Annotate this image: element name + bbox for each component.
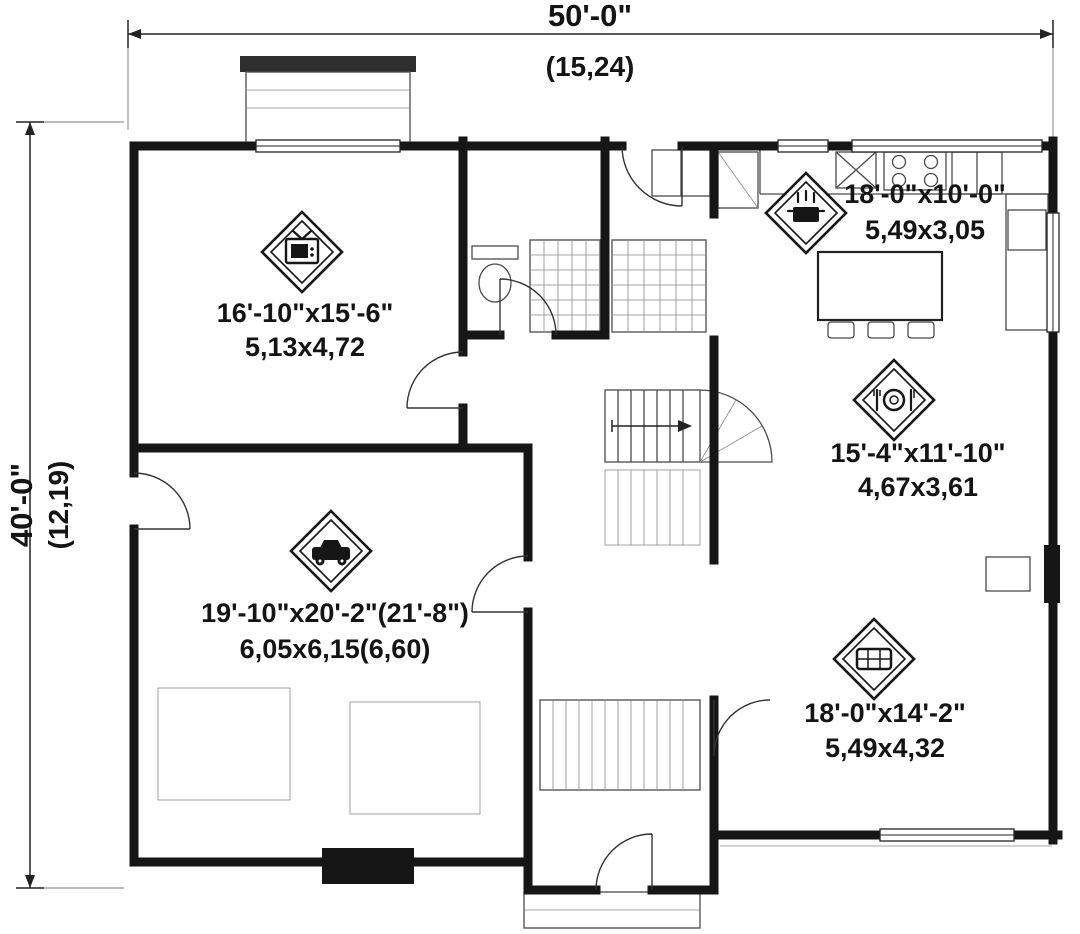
hall-closet (651, 149, 711, 197)
plate-utensils-icon (852, 358, 936, 442)
overall-width-metric: (15,24) (546, 51, 635, 82)
kitchen-island (816, 250, 944, 339)
mudroom-living-door-swing (713, 699, 771, 757)
garage-side-door-swing (133, 472, 191, 530)
dimension-top: 50'-0" (15,24) (127, 0, 1054, 140)
toilet-icon (471, 245, 519, 303)
kitchen-size-imperial: 18'-0"x10'-0" (844, 179, 1006, 209)
dimension-left: 40'-0" (12,19) (4, 121, 124, 889)
doors (133, 145, 771, 891)
back-door-swing (595, 833, 653, 891)
overall-depth-imperial: 40'-0" (4, 463, 39, 547)
living-room-size-metric: 5,49x4,32 (825, 733, 945, 763)
media-room-size-metric: 5,13x4,72 (245, 332, 365, 362)
media-room-size-imperial: 16'-10"x15'-6" (217, 298, 394, 328)
garage-fixtures (157, 687, 481, 815)
front-door-swing (621, 145, 683, 207)
media-room-door-swing (406, 351, 464, 409)
living-room-size-imperial: 18'-0"x14'-2" (804, 698, 966, 728)
room-labels: 16'-10"x15'-6" 5,13x4,72 18'-0"x10'-0" 5… (201, 179, 1006, 763)
sofa-icon (832, 617, 916, 701)
window (851, 139, 1043, 153)
bathroom-door-swing (499, 278, 557, 336)
kitchen-size-metric: 5,49x3,05 (865, 215, 985, 245)
interior-walls (129, 136, 719, 867)
dining-room-size-metric: 4,67x3,61 (858, 472, 978, 502)
garage-size-imperial: 19'-10"x20'-2"(21'-8") (201, 598, 469, 628)
window (777, 139, 829, 153)
tv-icon (260, 210, 344, 294)
rear-porch (523, 845, 1052, 929)
window (879, 828, 1015, 842)
front-porch (240, 56, 416, 145)
windows (255, 139, 1060, 842)
bathroom-fixtures (471, 149, 711, 333)
exterior-walls (129, 136, 1063, 895)
media-unit (985, 556, 1031, 592)
staircase-basement (539, 699, 701, 791)
overall-depth-metric: (12,19) (43, 461, 74, 550)
staircase-main (604, 389, 773, 546)
shower-tile (529, 239, 601, 333)
dining-room-size-imperial: 15'-4"x11'-10" (830, 438, 1005, 468)
garage-size-metric: 6,05x6,15(6,60) (240, 634, 431, 664)
stair-direction-arrow (678, 420, 692, 432)
window (1046, 212, 1060, 333)
mudroom-garage-door-swing (471, 555, 529, 613)
pantry (717, 151, 759, 209)
window (255, 139, 401, 153)
cooking-pot-icon (764, 171, 848, 255)
laundry-tile (611, 239, 707, 333)
overall-width-imperial: 50'-0" (548, 0, 632, 33)
garage-step (322, 848, 414, 884)
car-icon (289, 509, 373, 593)
